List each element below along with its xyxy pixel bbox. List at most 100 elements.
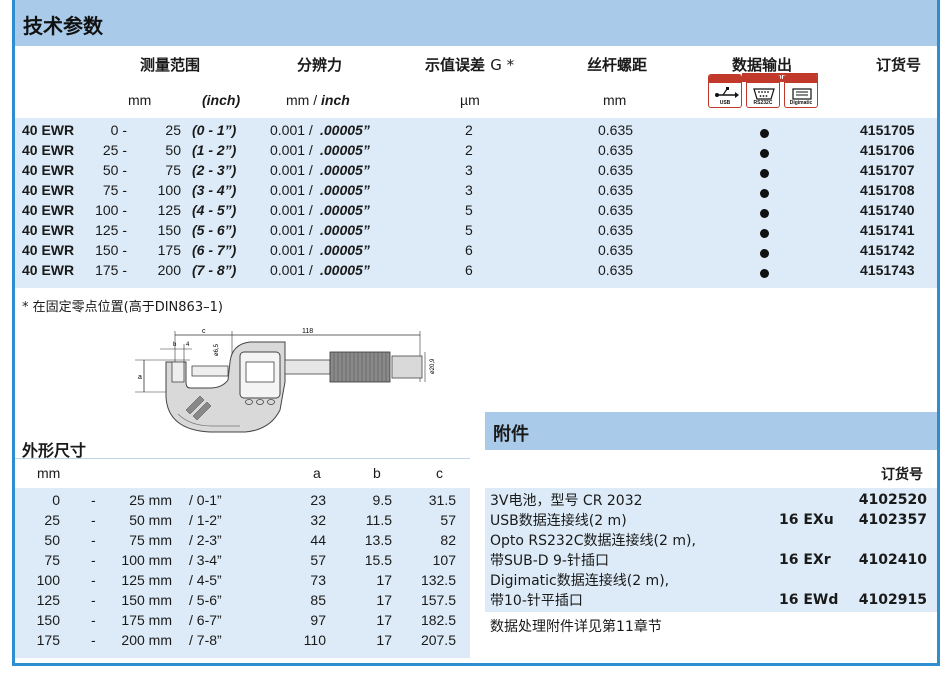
dimension-cell-a: 85 <box>310 592 326 608</box>
spec-cell-res-mm: 0.001 / <box>270 162 313 178</box>
dimension-cell-dash: - <box>91 572 96 588</box>
accessories-title-bar: 附件 <box>485 412 937 450</box>
spec-cell-model: 40 EWR <box>22 142 75 158</box>
spec-cell-error: 2 <box>465 142 473 158</box>
data-output-dot-icon <box>760 245 769 261</box>
dimension-cell-c: 182.5 <box>420 612 456 628</box>
spec-cell-model: 40 EWR <box>22 122 75 138</box>
spec-cell-to: 75 <box>165 162 181 178</box>
spec-cell-model: 40 EWR <box>22 182 75 198</box>
dimension-cell-b: 11.5 <box>365 512 392 528</box>
accessory-order-number: 4102915 <box>858 592 927 608</box>
spec-header <box>15 46 937 118</box>
spec-cell-res-mm: 0.001 / <box>270 242 313 258</box>
spec-cell-model: 40 EWR <box>22 222 75 238</box>
spec-cell-to: 175 <box>157 242 181 258</box>
dimensions-title: 外形尺寸 <box>22 441 87 460</box>
spec-cell-error: 5 <box>465 222 473 238</box>
dimension-cell-c: 132.5 <box>420 572 456 588</box>
header-range: 测量范围 <box>140 56 201 74</box>
usb-icon <box>715 87 739 98</box>
dimension-cell-a: 73 <box>310 572 326 588</box>
dim-4-label: 4 <box>186 342 190 348</box>
dimension-cell-inch: / 0-1” <box>189 492 222 508</box>
dimension-cell-to: 125 mm <box>121 572 172 588</box>
data-output-dot-icon <box>760 185 769 201</box>
spec-cell-model: 40 EWR <box>22 262 75 278</box>
page-title: 技术参数 <box>23 14 103 38</box>
dimension-cell-dash: - <box>91 632 96 648</box>
accessory-code: 16 EWd <box>779 592 839 608</box>
spec-cell-res-mm: 0.001 / <box>270 142 313 158</box>
spec-cell-error: 3 <box>465 182 473 198</box>
dimension-cell-a: 57 <box>310 552 326 568</box>
dimension-cell-inch: / 3-4” <box>189 552 222 568</box>
accessory-code: 16 EXu <box>779 512 834 528</box>
spec-cell-inch: (4 - 5”) <box>192 202 237 218</box>
serial-port-icon <box>753 88 775 100</box>
spec-cell-error: 5 <box>465 202 473 218</box>
dimension-cell-b: 9.5 <box>372 492 392 508</box>
dimension-cell-c: 31.5 <box>428 492 456 508</box>
dim-phi209-label: ø20,9 <box>430 358 436 374</box>
spec-cell-order: 4151743 <box>860 262 915 278</box>
dim-118-label: 118 <box>302 328 313 335</box>
spec-cell-pitch: 0.635 <box>598 222 634 238</box>
dimension-cell-inch: / 4-5” <box>189 572 222 588</box>
dimension-cell-c: 157.5 <box>420 592 456 608</box>
spec-cell-order: 4151741 <box>860 222 915 238</box>
dimension-cell-dash: - <box>91 592 96 608</box>
dimension-cell-a: 23 <box>310 492 326 508</box>
accessories-note: 数据处理附件详见第11章节 <box>490 619 662 635</box>
dimension-cell-from: 125 <box>36 592 60 608</box>
dimension-cell-to: 200 mm <box>121 632 172 648</box>
spec-cell-error: 2 <box>465 122 473 138</box>
data-output-dot-icon <box>760 265 769 281</box>
dimension-cell-b: 17 <box>376 612 392 628</box>
dimension-cell-from: 50 <box>44 532 60 548</box>
micrometer-drawing: c 118 b 4 ø6,5 a ø20,9 <box>135 328 436 433</box>
spec-cell-from: 125 - <box>95 222 127 238</box>
dimension-cell-b: 13.5 <box>364 532 392 548</box>
spec-cell-res-inch: .00005” <box>320 122 370 138</box>
spec-cell-from: 100 - <box>95 202 127 218</box>
header-pitch: 丝杆螺距 <box>587 56 648 74</box>
usb-badge: USB <box>708 74 742 108</box>
data-output-dot-icon <box>760 145 769 161</box>
accessory-name: Digimatic数据连接线(2 m), <box>490 573 670 589</box>
spec-cell-from: 75 - <box>102 182 127 198</box>
dimension-cell-dash: - <box>91 512 96 528</box>
accessory-code: 16 EXr <box>779 552 831 568</box>
spec-cell-res-mm: 0.001 / <box>270 122 313 138</box>
spec-cell-pitch: 0.635 <box>598 202 634 218</box>
dimension-cell-to: 50 mm <box>129 512 172 528</box>
unit-pitch: mm <box>603 92 627 108</box>
spec-cell-inch: (6 - 7”) <box>192 242 237 258</box>
dimension-cell-to: 75 mm <box>129 532 172 548</box>
page-frame <box>12 0 940 666</box>
data-output-dot-icon <box>760 125 769 141</box>
accessories-header: 订货号 <box>485 450 937 488</box>
unit-res: mm / inch <box>286 92 350 108</box>
spec-cell-inch: (3 - 4”) <box>192 182 237 198</box>
dim-c-label: c <box>202 328 206 335</box>
accessory-name-line2: 带10-针平插口 <box>490 593 583 609</box>
spec-cell-res-inch: .00005” <box>320 142 370 158</box>
dimension-cell-c: 107 <box>432 552 456 568</box>
spec-cell-res-inch: .00005” <box>320 162 370 178</box>
spec-cell-pitch: 0.635 <box>598 242 634 258</box>
spec-cell-pitch: 0.635 <box>598 142 634 158</box>
spec-cell-model: 40 EWR <box>22 202 75 218</box>
spec-cell-inch: (7 - 8”) <box>192 262 237 278</box>
spec-cell-model: 40 EWR <box>22 242 75 258</box>
